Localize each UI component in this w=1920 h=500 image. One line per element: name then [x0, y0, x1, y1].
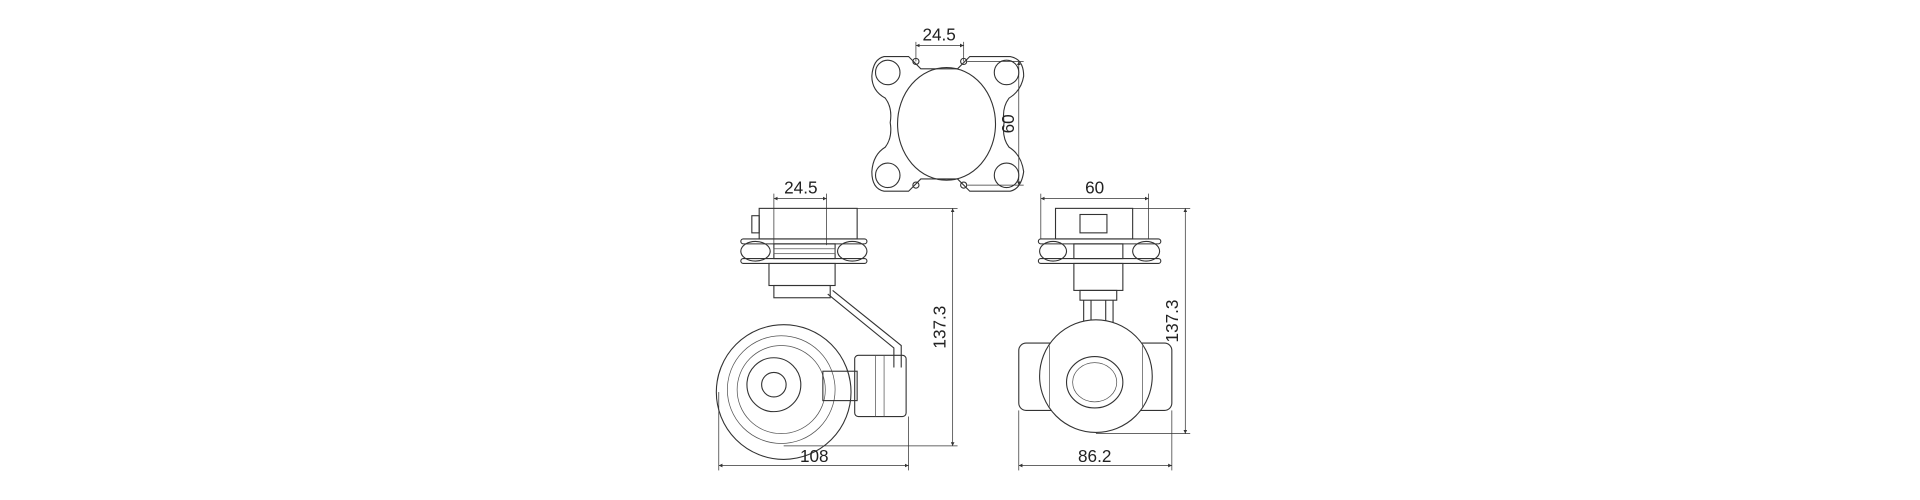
plate-height-label: 60 [998, 114, 1018, 133]
side-width-label: 108 [800, 446, 829, 466]
front-view: 60 137.3 86.2 [1018, 178, 1191, 471]
center-opening [897, 66, 997, 181]
damper-ball [740, 240, 771, 262]
front-height-label: 137.3 [1162, 300, 1182, 343]
damper-ball [1039, 240, 1068, 262]
camera-housing [715, 324, 852, 460]
screw-hole [912, 181, 920, 189]
front-width-label: 86.2 [1078, 446, 1111, 466]
plate-hole-spacing-label: 24.5 [923, 25, 956, 45]
side-hole-spacing-label: 24.5 [784, 178, 817, 198]
mount-plate-view: 24.5 60 [871, 25, 1025, 192]
damper-ball [837, 240, 868, 262]
lens-icon [1065, 355, 1124, 409]
side-height-label: 137.3 [929, 306, 949, 349]
damper-hole [874, 59, 901, 86]
screw-hole [960, 181, 968, 189]
front-plate-width-label: 60 [1085, 178, 1104, 198]
damper-ball [1132, 240, 1161, 262]
camera-sphere [1039, 319, 1153, 434]
damper-hole [993, 162, 1020, 189]
lens-icon [761, 371, 787, 398]
side-view: 24.5 137.3 108 [715, 178, 958, 471]
damper-hole [993, 59, 1020, 86]
plate-outline [871, 55, 1025, 192]
damper-hole [874, 162, 901, 189]
